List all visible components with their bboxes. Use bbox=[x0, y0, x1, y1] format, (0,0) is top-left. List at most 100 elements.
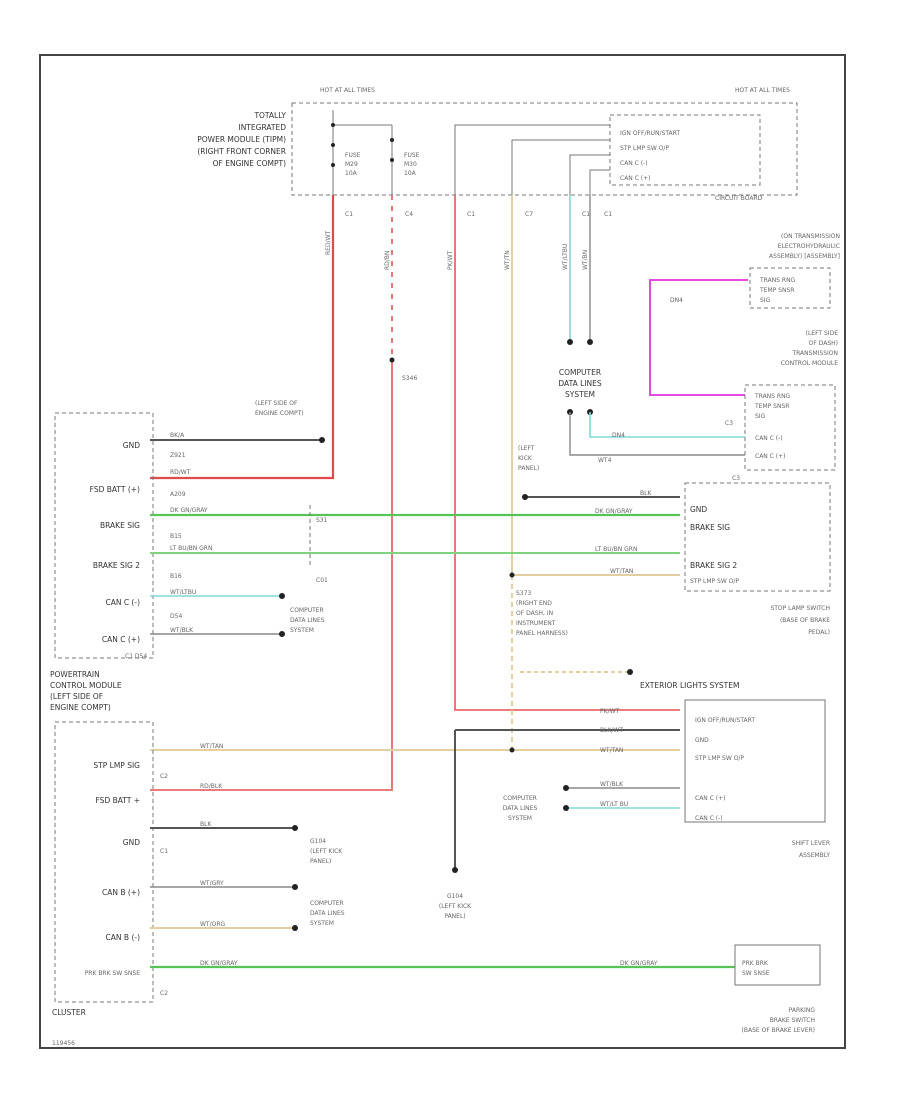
svg-text:STOP LAMP SWITCH: STOP LAMP SWITCH bbox=[770, 605, 830, 612]
svg-text:C1: C1 bbox=[604, 211, 612, 218]
svg-text:SIG: SIG bbox=[760, 297, 771, 304]
svg-text:PANEL HARNESS): PANEL HARNESS) bbox=[516, 630, 568, 637]
fuse-m30: FUSE M30 10A bbox=[404, 152, 420, 177]
svg-text:B15: B15 bbox=[170, 533, 182, 540]
svg-text:WT/LTBU: WT/LTBU bbox=[562, 244, 569, 270]
svg-text:WT/LTBU: WT/LTBU bbox=[170, 589, 196, 596]
svg-text:M30: M30 bbox=[404, 161, 417, 168]
svg-text:S31: S31 bbox=[316, 517, 328, 524]
pcm-can-b-pos: CAN B (+) bbox=[102, 888, 140, 897]
trans-pin-2: TRANS RNG TEMP SNSR SIG CAN C (-) CAN C … bbox=[754, 393, 791, 460]
svg-text:ASSEMBLY: ASSEMBLY bbox=[799, 852, 830, 859]
shifter-stp-lmp: STP LMP SW O/P bbox=[695, 755, 744, 762]
svg-text:C1 D54: C1 D54 bbox=[125, 653, 147, 660]
svg-text:SYSTEM: SYSTEM bbox=[290, 627, 314, 634]
svg-text:CAN C (-): CAN C (-) bbox=[755, 435, 783, 442]
svg-text:WT/GRY: WT/GRY bbox=[200, 880, 224, 887]
svg-text:G104: G104 bbox=[310, 838, 326, 845]
wire-ign-run bbox=[454, 195, 680, 711]
circuit-board-label: CIRCUIT BOARD bbox=[715, 195, 763, 202]
shifter-can-c-neg: CAN C (-) bbox=[695, 815, 723, 822]
pin-brake-sig: BRAKE SIG bbox=[100, 521, 140, 530]
svg-text:PANEL): PANEL) bbox=[518, 465, 539, 472]
svg-text:(RIGHT END: (RIGHT END bbox=[516, 600, 552, 607]
svg-text:WT/TN: WT/TN bbox=[504, 250, 511, 270]
transmission-title: (ON TRANSMISSION ELECTROHYDRAULIC ASSEMB… bbox=[769, 233, 840, 260]
svg-text:DATA LINES: DATA LINES bbox=[290, 617, 325, 624]
svg-text:ENGINE COMPT): ENGINE COMPT) bbox=[255, 410, 304, 417]
svg-text:WT/LT BU: WT/LT BU bbox=[600, 801, 628, 808]
top-wire-labels: RED/WT RD/BN PK/WT WT/TN WT/LTBU WT/BN bbox=[325, 230, 589, 270]
svg-text:IGN OFF/RUN/START: IGN OFF/RUN/START bbox=[620, 130, 680, 137]
svg-text:RD/BLK: RD/BLK bbox=[200, 783, 223, 790]
g104-bottom-label: G104 (LEFT KICK PANEL) bbox=[439, 893, 472, 920]
svg-text:(ON TRANSMISSION: (ON TRANSMISSION bbox=[781, 233, 840, 240]
svg-text:ENGINE COMPT): ENGINE COMPT) bbox=[50, 703, 111, 712]
svg-text:(LEFT: (LEFT bbox=[518, 445, 535, 452]
svg-text:COMPUTER: COMPUTER bbox=[503, 795, 537, 802]
svg-text:CONTROL MODULE: CONTROL MODULE bbox=[781, 360, 838, 367]
svg-text:CONTROL MODULE: CONTROL MODULE bbox=[50, 681, 122, 690]
svg-text:INTEGRATED: INTEGRATED bbox=[238, 123, 286, 132]
svg-text:OF DASH, IN: OF DASH, IN bbox=[516, 610, 553, 617]
svg-text:BLK/WT: BLK/WT bbox=[600, 727, 623, 734]
svg-text:TEMP SNSR: TEMP SNSR bbox=[754, 403, 789, 410]
diagram-frame bbox=[39, 54, 846, 1049]
computer-data-lines-top: COMPUTER DATA LINES SYSTEM bbox=[558, 368, 601, 399]
svg-text:A209: A209 bbox=[170, 491, 186, 498]
svg-text:(LEFT SIDE OF: (LEFT SIDE OF bbox=[50, 692, 103, 701]
svg-text:WT/BN: WT/BN bbox=[582, 250, 589, 270]
sls-brake-sig: BRAKE SIG bbox=[690, 523, 730, 532]
svg-text:FUSE: FUSE bbox=[345, 152, 361, 159]
svg-text:C7: C7 bbox=[525, 211, 533, 218]
svg-text:DK GN/GRAY: DK GN/GRAY bbox=[620, 960, 658, 967]
wire-fsd-batt-pcm bbox=[150, 360, 393, 791]
svg-text:Z921: Z921 bbox=[170, 452, 186, 459]
svg-text:INSTRUMENT: INSTRUMENT bbox=[516, 620, 556, 627]
svg-text:BRAKE SWITCH: BRAKE SWITCH bbox=[770, 1017, 815, 1024]
svg-text:PRK BRK: PRK BRK bbox=[742, 960, 769, 967]
svg-text:10A: 10A bbox=[345, 170, 358, 177]
pcm-prk-brk: PRK BRK SW SNSE bbox=[85, 970, 141, 977]
shift-lever-title: SHIFT LEVER ASSEMBLY bbox=[792, 840, 831, 859]
svg-text:DK GN/GRAY: DK GN/GRAY bbox=[595, 508, 633, 515]
tcm-title: (LEFT SIDE OF DASH) TRANSMISSION CONTROL… bbox=[781, 330, 838, 367]
svg-text:PK/WT: PK/WT bbox=[447, 250, 454, 270]
trans-wire-label: DN4 bbox=[670, 297, 683, 304]
stop-lamp-title: STOP LAMP SWITCH (BASE OF BRAKE PEDAL) bbox=[770, 605, 830, 636]
svg-text:(LEFT SIDE: (LEFT SIDE bbox=[806, 330, 839, 337]
left-module-top bbox=[54, 412, 154, 659]
svg-text:DK GN/GRAY: DK GN/GRAY bbox=[200, 960, 238, 967]
svg-text:SIG: SIG bbox=[755, 413, 766, 420]
svg-text:OF ENGINE COMPT): OF ENGINE COMPT) bbox=[213, 159, 286, 168]
g104-kick-label: G104 (LEFT KICK PANEL) bbox=[310, 838, 343, 865]
sls-gnd: GND bbox=[690, 505, 707, 514]
pcm-gnd: GND bbox=[123, 838, 140, 847]
tipm-right-box bbox=[609, 114, 761, 186]
svg-text:TRANSMISSION: TRANSMISSION bbox=[791, 350, 838, 357]
svg-text:B16: B16 bbox=[170, 573, 182, 580]
svg-text:WT/ORG: WT/ORG bbox=[200, 921, 226, 928]
svg-text:M29: M29 bbox=[345, 161, 358, 168]
pin-can-c-neg: CAN C (-) bbox=[105, 598, 140, 607]
pcm-can-b-neg: CAN B (-) bbox=[106, 933, 141, 942]
sls-stp-lmp: STP LMP SW O/P bbox=[690, 578, 739, 585]
svg-text:PARKING: PARKING bbox=[789, 1007, 816, 1014]
trans-wire3-label: DN4 bbox=[612, 432, 625, 439]
tipm-label: TOTALLY INTEGRATED POWER MODULE (TIPM) (… bbox=[197, 111, 286, 168]
svg-text:G104: G104 bbox=[447, 893, 463, 900]
svg-text:DK GN/GRAY: DK GN/GRAY bbox=[170, 507, 208, 514]
svg-text:ASSEMBLY) [ASSEMBLY]: ASSEMBLY) [ASSEMBLY] bbox=[769, 253, 840, 260]
pin-fsd-batt: FSD BATT (+) bbox=[90, 485, 140, 494]
svg-text:C1: C1 bbox=[467, 211, 475, 218]
tipm-box bbox=[291, 102, 798, 196]
svg-text:DATA LINES: DATA LINES bbox=[503, 805, 538, 812]
svg-text:WT/BLK: WT/BLK bbox=[170, 627, 194, 634]
wire-trans-temp bbox=[649, 279, 748, 396]
svg-text:C1: C1 bbox=[160, 848, 168, 855]
svg-text:(LEFT KICK: (LEFT KICK bbox=[439, 903, 472, 910]
hot-label-left: HOT AT ALL TIMES bbox=[320, 87, 375, 94]
svg-text:SW SNSE: SW SNSE bbox=[742, 970, 770, 977]
svg-text:CAN C (+): CAN C (+) bbox=[755, 453, 786, 460]
